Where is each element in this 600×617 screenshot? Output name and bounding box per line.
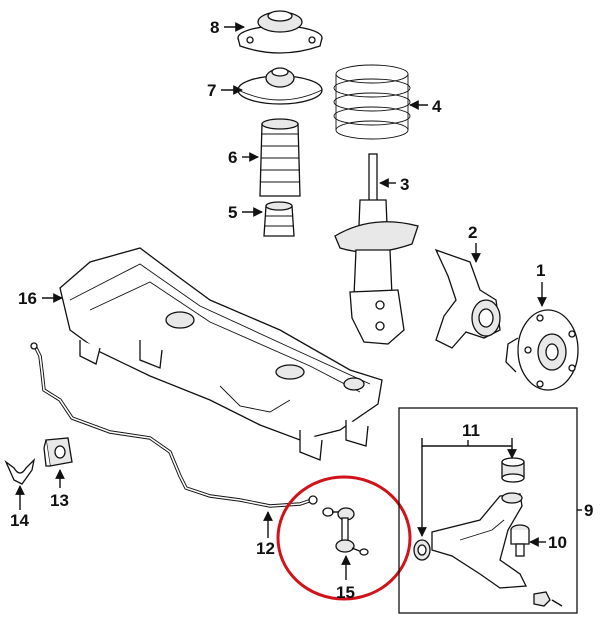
stabilizer-bushing-part[interactable] xyxy=(43,437,73,467)
dust-boot-part[interactable] xyxy=(259,118,301,197)
callout-10: 10 xyxy=(548,533,567,552)
callout-1: 1 xyxy=(536,261,545,280)
nut-part[interactable] xyxy=(533,591,563,607)
ball-joint-part[interactable] xyxy=(510,524,530,557)
highlight-circle xyxy=(276,475,412,601)
bump-stop-part[interactable] xyxy=(263,201,295,237)
callout-16: 16 xyxy=(18,289,37,308)
callout-13: 13 xyxy=(50,491,69,510)
callout-3: 3 xyxy=(400,175,409,194)
callout-14: 14 xyxy=(10,511,29,530)
strut-mount-part[interactable] xyxy=(237,10,323,54)
lower-control-arm-part[interactable] xyxy=(413,492,528,589)
callout-12: 12 xyxy=(256,539,275,558)
stabilizer-link-part[interactable] xyxy=(322,507,369,556)
control-arm-bushing-part[interactable] xyxy=(501,457,525,483)
stabilizer-bar-part[interactable] xyxy=(30,342,318,508)
callout-7: 7 xyxy=(207,81,216,100)
steering-knuckle-part[interactable] xyxy=(434,248,501,349)
strut-assembly-part[interactable] xyxy=(334,153,419,345)
callout-15: 15 xyxy=(336,583,355,602)
callout-8: 8 xyxy=(210,18,219,37)
coil-spring-part[interactable] xyxy=(333,64,411,140)
callout-5: 5 xyxy=(228,203,237,222)
spring-seat-part[interactable] xyxy=(237,67,323,105)
bushing-bracket-part[interactable] xyxy=(4,458,36,485)
callout-11: 11 xyxy=(462,421,480,440)
callout-9: 9 xyxy=(584,501,593,520)
callout-4: 4 xyxy=(432,97,442,116)
hub-bearing-part[interactable] xyxy=(505,309,579,391)
callout-6: 6 xyxy=(228,148,237,167)
callout-2: 2 xyxy=(468,223,477,242)
crossmember-part[interactable] xyxy=(59,247,383,461)
